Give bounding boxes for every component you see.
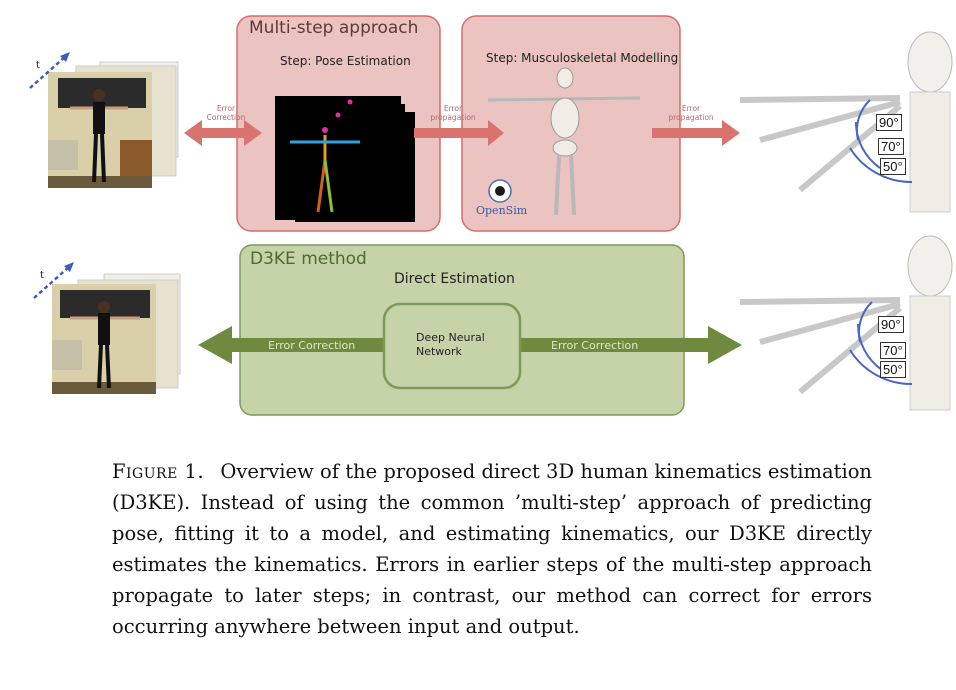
error-correction-label-left: Error Correction (268, 339, 356, 352)
svg-text:t: t (36, 60, 40, 71)
figure-caption: Figure 1. Overview of the proposed direc… (112, 456, 872, 642)
svg-text:t: t (40, 270, 44, 281)
camera-arrow-bottom: t (33, 262, 74, 299)
caption-text: Overview of the proposed direct 3D human… (112, 460, 872, 638)
camera-arrow-top: t (29, 52, 70, 89)
error-correction-arrow-right (520, 326, 742, 364)
opensim-logo (488, 179, 512, 203)
angle-70-bottom: 70° (880, 342, 906, 359)
angle-90-top: 90° (876, 114, 902, 131)
error-propagation-arrow-2 (652, 120, 740, 146)
pose-estimation-step-label: Step: Pose Estimation (280, 54, 411, 68)
modelling-step-label: Step: Musculoskeletal Modelling (486, 51, 679, 65)
caption-label: Figure 1. (112, 460, 205, 483)
opensim-label: OpenSim (476, 204, 528, 217)
multistep-title: Multi-step approach (249, 18, 419, 38)
dnn-box (382, 302, 522, 390)
error-correction-arrow-top (184, 120, 262, 146)
error-propagation-label-1: Error propagation (430, 104, 476, 122)
input-frames-top (48, 61, 179, 188)
angle-70-top: 70° (878, 138, 904, 155)
dnn-label: Deep Neural Network (416, 331, 485, 358)
error-propagation-label-2: Error propagation (668, 104, 714, 122)
input-frames-bottom (52, 273, 181, 394)
direct-estimation-label: Direct Estimation (394, 271, 515, 287)
musculoskeletal-model (487, 67, 641, 216)
diagram-canvas: t (29, 15, 953, 416)
kinematics-output-bottom (739, 235, 953, 411)
angle-90-bottom: 90° (878, 316, 904, 333)
angle-50-bottom: 50° (880, 361, 906, 378)
error-correction-label-right: Error Correction (551, 339, 639, 352)
kinematics-output-top (739, 31, 953, 213)
error-correction-label-top: Error Correction (206, 104, 246, 122)
error-correction-arrow-left (198, 326, 384, 364)
angle-50-top: 50° (880, 158, 906, 175)
d3ke-title: D3KE method (250, 249, 367, 269)
error-propagation-arrow-1 (414, 120, 504, 146)
pose-estimation-frames (275, 96, 415, 222)
